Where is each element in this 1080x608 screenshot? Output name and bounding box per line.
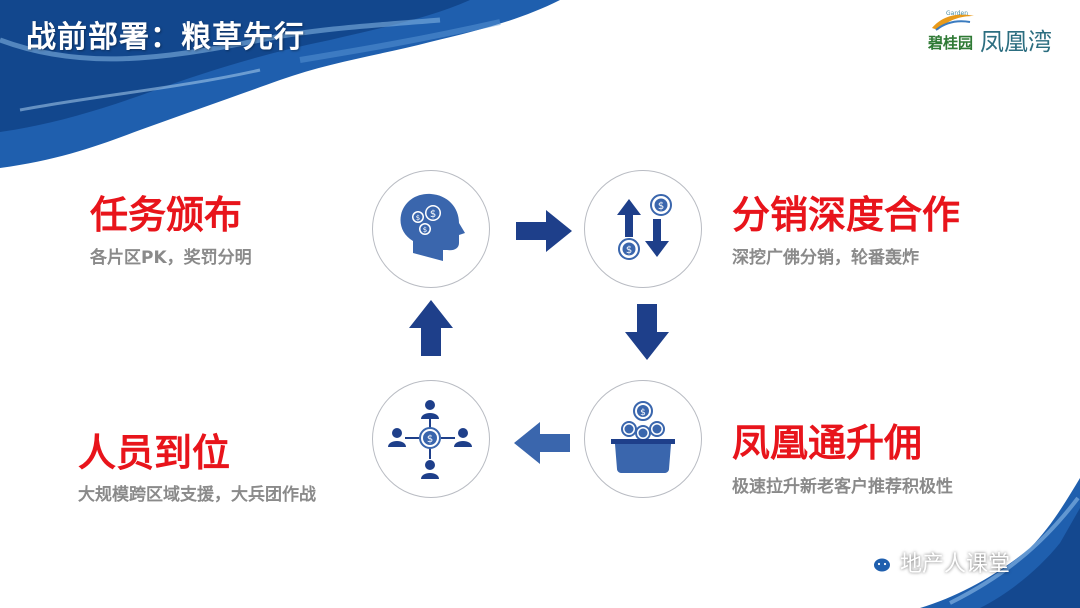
step-3-circle: $ xyxy=(584,380,702,498)
arrow-up xyxy=(409,300,453,356)
logo-swoosh-icon xyxy=(932,14,974,31)
head-coins-icon: $ $ $ xyxy=(400,193,465,261)
step-3-heading: 凤凰通升佣 xyxy=(732,421,923,465)
step-3-subtitle: 极速拉升新老客户推荐积极性 xyxy=(732,477,953,497)
svg-text:$: $ xyxy=(423,226,427,234)
brush-banner xyxy=(0,0,560,168)
coin-box-icon: $ xyxy=(611,401,675,473)
step-4-subtitle: 大规模跨区域支援，大兵团作战 xyxy=(78,485,316,505)
wechat-icon xyxy=(862,550,892,574)
step-1-subtitle: 各片区PK，奖罚分明 xyxy=(90,248,252,268)
svg-text:$: $ xyxy=(427,434,433,445)
svg-text:$: $ xyxy=(416,214,420,222)
brush-corner xyxy=(920,478,1080,608)
footer-watermark: 地产人课堂 xyxy=(862,546,1010,578)
logo-project: 凤凰湾 xyxy=(980,28,1052,56)
svg-text:$: $ xyxy=(658,201,664,212)
footer-text: 地产人课堂 xyxy=(900,552,1011,577)
step-1-circle: $ $ $ xyxy=(372,170,490,288)
svg-text:$: $ xyxy=(626,245,632,256)
step-2-heading: 分销深度合作 xyxy=(732,193,961,237)
arrow-right xyxy=(516,210,572,252)
logo-tagline: Garden xyxy=(946,10,968,17)
brand-logo: 碧桂园 凤凰湾 Garden xyxy=(926,10,1066,70)
step-1-heading: 任务颁布 xyxy=(90,193,243,237)
step-4-heading: 人员到位 xyxy=(78,431,231,475)
exchange-coins-icon: $ $ xyxy=(617,194,672,260)
step-2-circle: $ $ xyxy=(584,170,702,288)
arrow-down xyxy=(625,304,669,360)
logo-brand: 碧桂园 xyxy=(928,34,974,52)
svg-text:$: $ xyxy=(640,408,646,418)
page-title: 战前部署：粮草先行 xyxy=(26,20,305,55)
step-2-subtitle: 深挖广佛分销，轮番轰炸 xyxy=(732,248,919,268)
step-4-circle: $ xyxy=(372,380,490,498)
people-network-icon: $ xyxy=(388,400,472,479)
arrow-left xyxy=(514,422,570,464)
svg-text:$: $ xyxy=(430,209,436,220)
